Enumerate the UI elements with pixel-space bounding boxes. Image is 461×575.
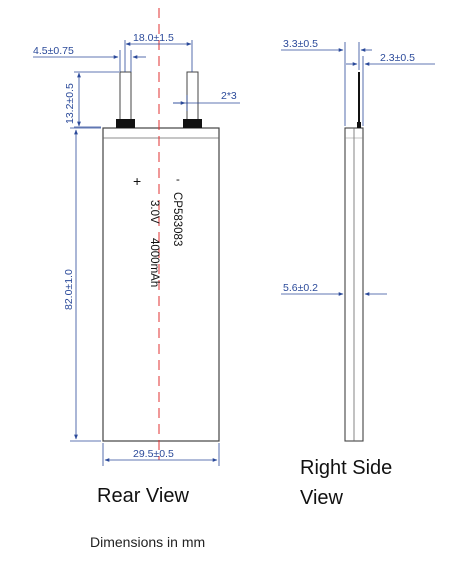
right-tab [186,71,199,121]
body-width-label: 29.5±0.5 [133,448,174,460]
rear-view: 18.0±1.5 4.5±0.75 13.2±0.5 2*3 82.0±1.0 … [33,8,240,507]
capacity-label: 4000mAh [148,238,160,287]
polarity-negative: - [176,174,180,186]
side-tab-base [357,122,361,128]
tab-offset2-label: 2.3±0.5 [380,52,415,64]
left-tab-base [116,119,135,128]
right-tab-base [183,119,202,128]
tab-height-label: 13.2±0.5 [64,83,76,124]
body-length-label: 82.0±1.0 [63,269,75,310]
tab-width-label: 4.5±0.75 [33,45,74,57]
side-tab [358,72,360,124]
model-label: CP583083 [171,192,183,246]
tab-offset-label: 3.3±0.5 [283,38,318,50]
left-tab [119,71,132,121]
polarity-positive: + [133,173,141,189]
side-view-title-line2: View [300,487,344,509]
tab-spacing-label: 18.0±1.5 [133,32,174,44]
units-note: Dimensions in mm [90,534,205,550]
right-side-view: 3.3±0.5 2.3±0.5 5.6±0.2 Right Side View [281,38,435,509]
battery-body [102,127,220,442]
voltage-label: 3.0V [148,200,160,224]
tab-thickness-label: 2*3 [221,90,237,102]
side-view-title-line1: Right Side [300,457,392,479]
rear-view-title: Rear View [97,485,189,507]
thickness-label: 5.6±0.2 [283,282,318,294]
